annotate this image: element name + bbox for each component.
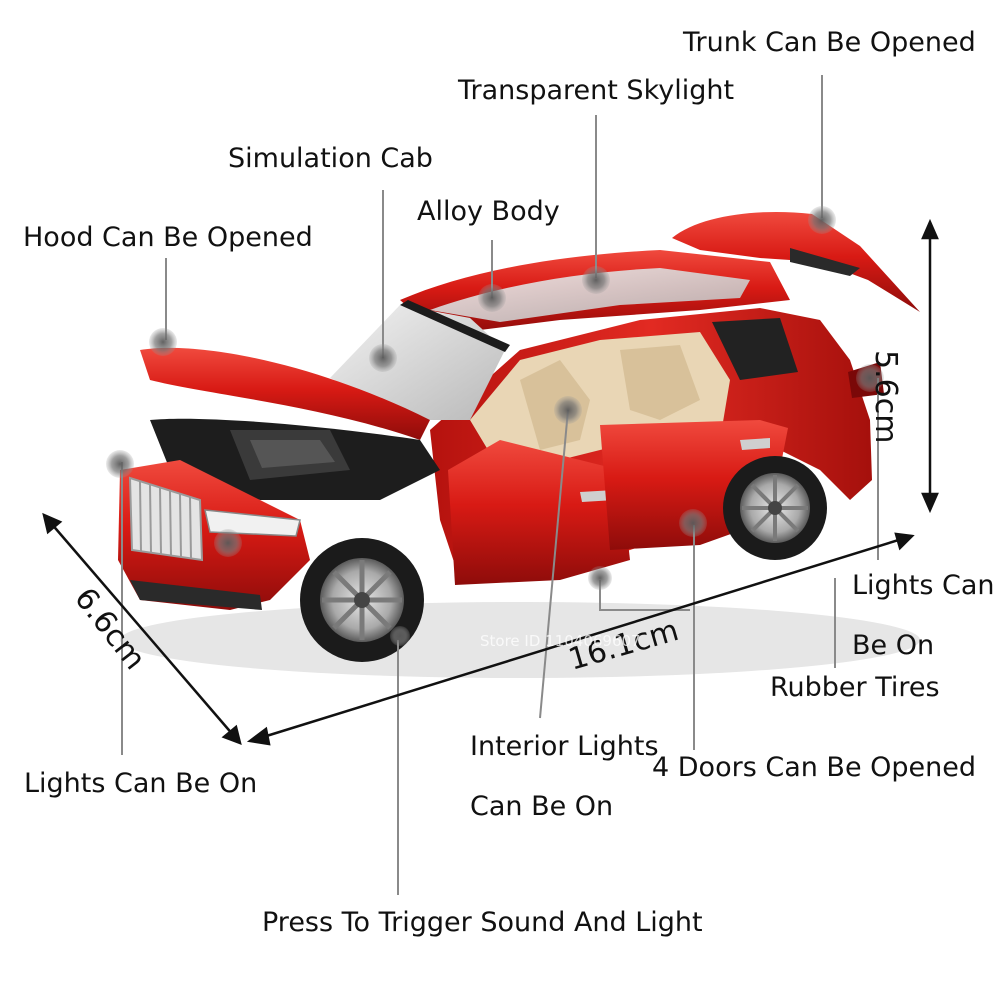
label-hood: Hood Can Be Opened (23, 222, 313, 253)
store-watermark: Store ID 1104069607 (480, 632, 641, 650)
label-interior-lights-line2: Can Be On (470, 791, 614, 822)
marker-front-lights (106, 450, 134, 478)
marker-sound (588, 566, 612, 590)
label-doors: 4 Doors Can Be Opened (652, 752, 977, 783)
marker-cab (369, 344, 397, 372)
dimension-arrows (42, 218, 939, 746)
label-skylight: Transparent Skylight (458, 75, 735, 106)
open-trunk-lid (672, 211, 920, 312)
front-grille (128, 476, 204, 562)
windshield (330, 305, 505, 420)
label-rubber-tires: Rubber Tires (770, 672, 940, 703)
marker-skylight (582, 266, 610, 294)
marker-trunk (808, 206, 836, 234)
label-interior-lights-line1: Interior Lights (470, 731, 659, 762)
transparent-skylight (430, 268, 750, 322)
marker-doors (679, 509, 707, 537)
marker-alloy (478, 284, 506, 312)
label-sound-light: Press To Trigger Sound And Light (262, 907, 703, 938)
label-trunk: Trunk Can Be Opened (683, 27, 976, 58)
marker-front-lamp (214, 529, 242, 557)
label-rear-lights-line1: Lights Can (852, 570, 995, 601)
marker-hood (149, 328, 177, 356)
label-rear-lights-line2: Be On (852, 630, 935, 661)
marker-rear-lights (856, 364, 884, 392)
marker-interior (554, 396, 582, 424)
open-front-door (448, 440, 630, 585)
label-simulation-cab: Simulation Cab (228, 143, 433, 174)
label-front-lights: Lights Can Be On (24, 768, 258, 799)
label-alloy-body: Alloy Body (417, 196, 560, 227)
callout-markers (106, 206, 884, 646)
marker-button (390, 626, 410, 646)
open-hood (140, 347, 430, 440)
dimension-height: 5.6cm (868, 350, 903, 444)
rear-window (712, 318, 798, 380)
